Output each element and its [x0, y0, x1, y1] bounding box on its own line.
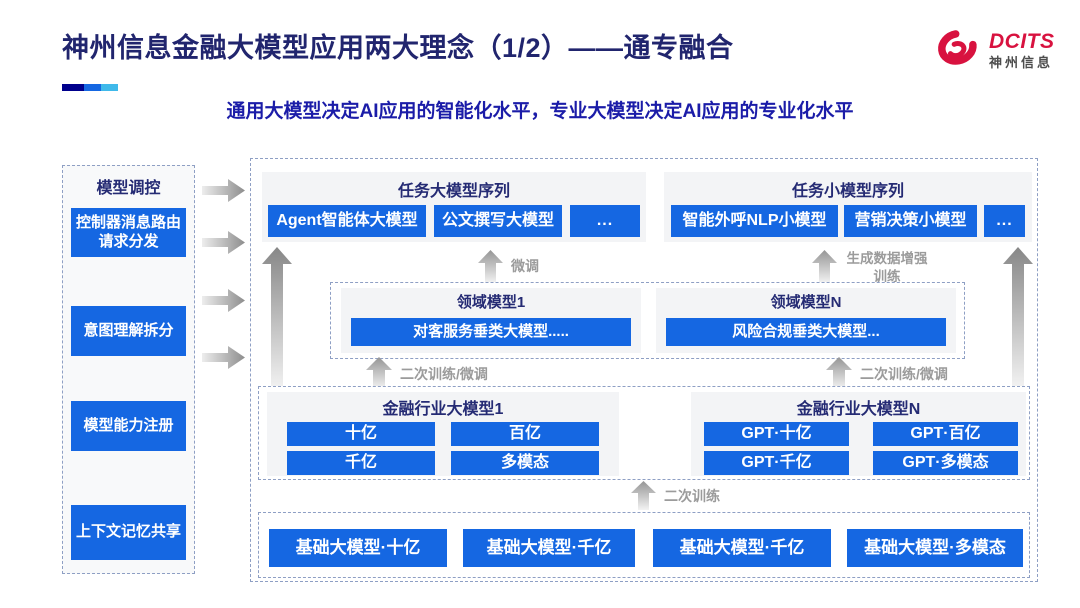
- up-arrow-icon: [812, 250, 837, 283]
- up-arrow-icon: [478, 250, 503, 283]
- task-large-model-panel: 任务大模型序列 Agent智能体大模型 公文撰写大模型 ...: [262, 172, 646, 242]
- nlp-small-model-box: 智能外呼NLP小模型: [671, 205, 838, 237]
- base-models-frame: 基础大模型·十亿 基础大模型·千亿 基础大模型·千亿 基础大模型·多模态: [258, 512, 1030, 578]
- task-large-title: 任务大模型序列: [397, 183, 510, 200]
- base-model-hundred-billion-box-1: 基础大模型·千亿: [463, 529, 635, 567]
- right-arrow-icon: [202, 346, 245, 369]
- up-arrow-icon: [826, 357, 852, 389]
- domain-model-1-title: 领域模型1: [456, 294, 526, 311]
- sidebar-title: 模型调控: [96, 180, 161, 197]
- doc-writing-large-model-box: 公文撰写大模型: [434, 205, 562, 237]
- base-model-multimodal-box: 基础大模型·多模态: [847, 529, 1023, 567]
- up-arrow-icon: [631, 481, 656, 510]
- right-arrow-icon: [202, 231, 245, 254]
- right-arrow-icon: [202, 289, 245, 312]
- base-model-hundred-billion-box-2: 基础大模型·千亿: [653, 529, 831, 567]
- sidebar-item-intent-split: 意图理解拆分: [71, 306, 186, 356]
- sidebar-item-context-memory: 上下文记忆共享: [71, 505, 186, 560]
- customer-service-vertical-model-box: 对客服务垂类大模型.....: [351, 318, 631, 346]
- finetune-label: 微调: [511, 258, 539, 274]
- domain-model-n-panel: 领域模型N 风险合规垂类大模型...: [656, 288, 956, 353]
- model-control-panel: 模型调控 控制器消息路由请求分发 意图理解拆分 模型能力注册 上下文记忆共享: [62, 165, 195, 574]
- slide-subtitle: 通用大模型决定AI应用的智能化水平，专业大模型决定AI应用的专业化水平: [226, 101, 854, 122]
- industryN-gpt-billion-box: GPT·十亿: [704, 422, 849, 446]
- base-model-billion-box: 基础大模型·十亿: [269, 529, 447, 567]
- industry1-hundred-billion-box: 千亿: [287, 451, 435, 475]
- agent-large-model-box: Agent智能体大模型: [268, 205, 426, 237]
- risk-compliance-vertical-model-box: 风险合规垂类大模型...: [666, 318, 946, 346]
- right-arrow-icon: [202, 179, 245, 202]
- sidebar-item-capability-registry: 模型能力注册: [71, 401, 186, 451]
- retrain-finetune-label-right: 二次训练/微调: [860, 366, 948, 382]
- industryN-gpt-hundred-billion-box: GPT·千亿: [704, 451, 849, 475]
- industryN-gpt-tens-billion-box: GPT·百亿: [873, 422, 1018, 446]
- task-large-more-box: ...: [570, 205, 640, 237]
- title-accent-bar: [62, 84, 118, 91]
- industry1-multimodal-box: 多模态: [451, 451, 599, 475]
- domain-model-n-title: 领域模型N: [770, 294, 842, 311]
- up-arrow-icon: [366, 357, 392, 389]
- logo-brand: DCITS: [989, 29, 1055, 53]
- industry-model-1-panel: 金融行业大模型1 十亿 百亿 千亿 多模态: [267, 392, 619, 476]
- industry-model-n-title: 金融行业大模型N: [796, 401, 921, 418]
- marketing-small-model-box: 营销决策小模型: [844, 205, 977, 237]
- retrain-label: 二次训练: [664, 488, 720, 504]
- dcits-swirl-icon: [938, 30, 977, 65]
- industry-model-1-title: 金融行业大模型1: [382, 401, 504, 418]
- industry-model-n-panel: 金融行业大模型N GPT·十亿 GPT·百亿 GPT·千亿 GPT·多模态: [691, 392, 1026, 476]
- task-small-model-panel: 任务小模型序列 智能外呼NLP小模型 营销决策小模型 ...: [664, 172, 1032, 242]
- industry1-billion-box: 十亿: [287, 422, 435, 446]
- logo: DCITS 神州信息: [933, 22, 1073, 78]
- industryN-gpt-multimodal-box: GPT·多模态: [873, 451, 1018, 475]
- domain-models-frame: 领域模型1 对客服务垂类大模型..... 领域模型N 风险合规垂类大模型...: [330, 282, 965, 359]
- industry1-tens-billion-box: 百亿: [451, 422, 599, 446]
- domain-model-1-panel: 领域模型1 对客服务垂类大模型.....: [341, 288, 641, 353]
- page-title: 神州信息金融大模型应用两大理念（1/2）——通专融合: [62, 33, 734, 63]
- industry-models-frame: 金融行业大模型1 十亿 百亿 千亿 多模态 金融行业大模型N GPT·十亿 GP…: [258, 386, 1030, 480]
- task-small-title: 任务小模型序列: [791, 183, 904, 200]
- up-arrow-tall-icon: [262, 247, 292, 393]
- sidebar-item-controller-routing: 控制器消息路由请求分发: [71, 208, 186, 257]
- logo-brand-cn: 神州信息: [989, 54, 1054, 70]
- gen-aug-label: 生成数据增强训练: [846, 251, 928, 284]
- retrain-finetune-label-left: 二次训练/微调: [400, 366, 488, 382]
- task-small-more-box: ...: [984, 205, 1025, 237]
- up-arrow-tall-icon: [1003, 247, 1033, 391]
